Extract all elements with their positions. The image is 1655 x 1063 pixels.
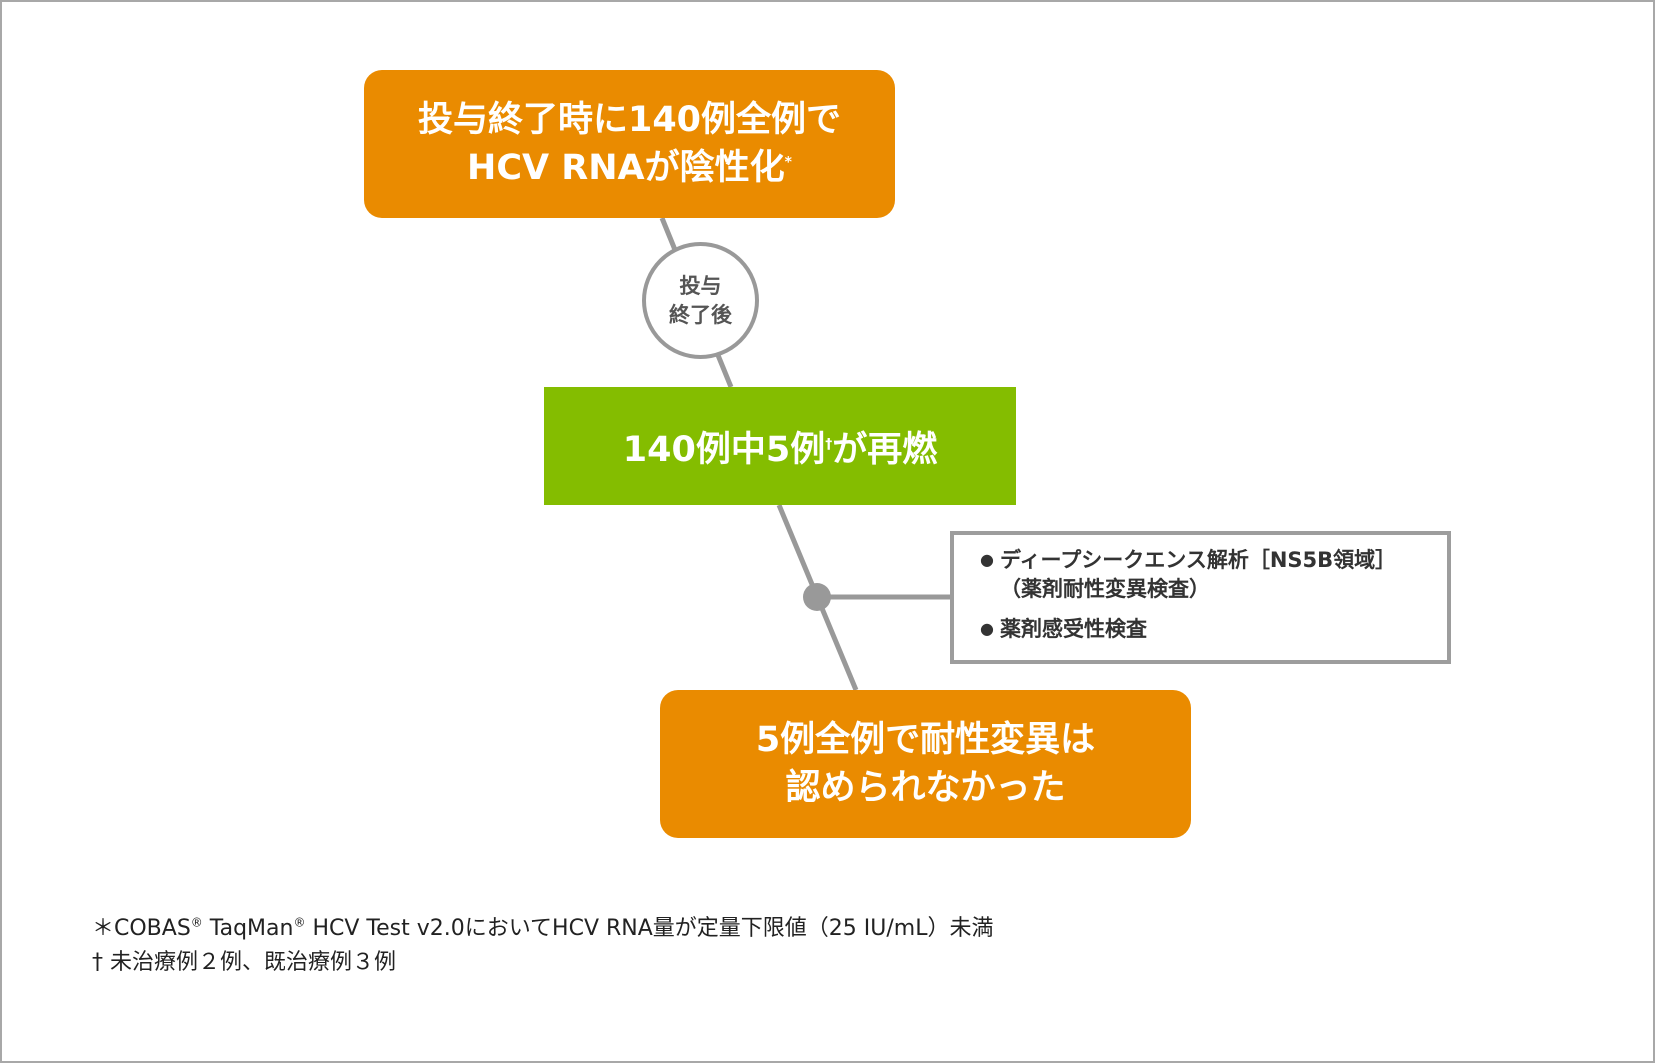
post-treatment-circle: 投与 終了後 — [642, 242, 759, 359]
info-item-1-line1: ディープシークエンス解析［NS5B領域］ — [1000, 548, 1397, 572]
relapse-text-after: が再燃 — [832, 429, 938, 470]
resistance-result-box: 5例全例で耐性変異は 認められなかった — [660, 690, 1191, 838]
circle-line1: 投与 — [679, 273, 722, 298]
relapse-box: 140例中5例†が再燃 — [544, 387, 1016, 505]
registered-mark: ® — [190, 915, 203, 930]
footnote-1: ＊COBAS® TaqMan® HCV Test v2.0においてHCV RNA… — [92, 912, 993, 946]
info-item-1-line2: （薬剤耐性変異検査） — [1000, 577, 1210, 601]
bottom-box-line2: 認められなかった — [785, 768, 1066, 808]
bullet-icon: ● — [980, 550, 994, 569]
info-item-text: ディープシークエンス解析［NS5B領域］ （薬剤耐性変異検査） — [1000, 546, 1396, 604]
footnote-1-prefix: ＊COBAS — [92, 916, 191, 941]
info-item-susceptibility: ● 薬剤感受性検査 — [980, 615, 1433, 644]
info-item-deep-sequencing: ● ディープシークエンス解析［NS5B領域］ （薬剤耐性変異検査） — [980, 546, 1433, 604]
circle-line2: 終了後 — [669, 302, 732, 327]
analysis-info-box: ● ディープシークエンス解析［NS5B領域］ （薬剤耐性変異検査） ● 薬剤感受… — [950, 531, 1451, 664]
branch-node — [803, 583, 831, 611]
end-of-treatment-result-box: 投与終了時に140例全例で HCV RNAが陰性化* — [364, 70, 895, 218]
footnotes: ＊COBAS® TaqMan® HCV Test v2.0においてHCV RNA… — [92, 912, 993, 980]
top-box-line1: 投与終了時に140例全例で — [417, 100, 842, 140]
footnote-2: † 未治療例２例、既治療例３例 — [92, 950, 396, 975]
info-item-2-line1: 薬剤感受性検査 — [1000, 617, 1147, 641]
top-box-line2: HCV RNAが陰性化* — [418, 144, 841, 192]
relapse-text-main: 140例中5例 — [622, 429, 826, 470]
bullet-icon: ● — [980, 619, 994, 638]
bottom-box-line1: 5例全例で耐性変異は — [755, 720, 1096, 760]
relapse-text: 140例中5例†が再燃 — [623, 421, 937, 472]
footnote-1-rest: HCV Test v2.0においてHCV RNA量が定量下限値（25 IU/mL… — [305, 916, 994, 941]
asterisk-mark: * — [784, 154, 792, 171]
footnote-1-mid: TaqMan — [202, 916, 294, 941]
dagger-mark: † — [825, 435, 833, 452]
registered-mark: ® — [293, 915, 306, 930]
top-box-line2-text: HCV RNAが陰性化 — [467, 148, 785, 188]
